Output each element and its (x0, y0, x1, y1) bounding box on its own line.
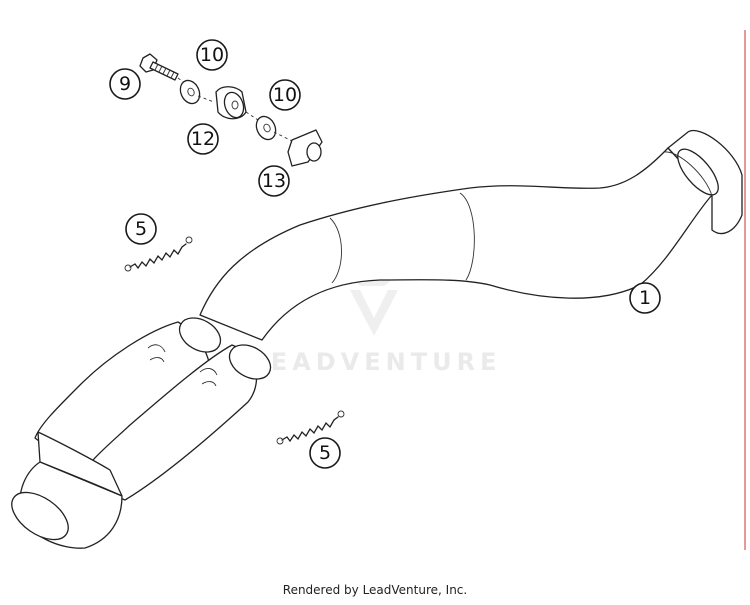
grommet-hole (231, 100, 239, 110)
spring-lower (276, 410, 345, 445)
spring-lower-hook-a (276, 437, 284, 445)
callout-9: 9 (109, 68, 141, 100)
pipe-inlet-ring (11, 491, 69, 541)
washer-b (255, 115, 277, 141)
callout-1: 1 (629, 282, 661, 314)
spring-lower-hook-b (337, 410, 345, 418)
pipe-middle-band-2 (459, 192, 475, 281)
footer-credit: Rendered by LeadVenture, Inc. (282, 583, 468, 597)
spring-lower-coil (281, 416, 339, 443)
spring-upper-hook-b (185, 236, 193, 244)
mounting-hardware (139, 53, 323, 167)
spring-upper (124, 236, 193, 272)
bolt-thread (154, 63, 175, 79)
callout-13-label: 13 (262, 170, 286, 192)
nut-sleeve (306, 142, 322, 162)
weld-mark-b (199, 368, 218, 387)
callout-5-upper-label: 5 (135, 218, 147, 240)
collar-a (178, 317, 222, 353)
axis-line-b (197, 95, 215, 103)
collar-b (228, 344, 272, 380)
washer-a (179, 79, 201, 105)
callout-12-label: 12 (191, 128, 215, 150)
grommet-face (223, 91, 245, 119)
callout-13: 13 (258, 165, 290, 197)
callout-12: 12 (187, 123, 219, 155)
pipe-middle-band (329, 217, 342, 284)
spring-upper-coil (129, 243, 187, 270)
v-chevron-icon (350, 290, 398, 336)
axis-line-c (245, 111, 259, 121)
callout-10-lower-label: 10 (273, 84, 297, 106)
exhaust-header-pipe (11, 129, 743, 549)
washer-a-hole (187, 87, 195, 97)
washer-b-hole (263, 123, 271, 133)
weld-mark-a (147, 344, 166, 363)
callout-5-lower: 5 (309, 437, 341, 469)
callout-10-lower: 10 (269, 79, 301, 111)
spring-upper-hook-a (124, 264, 132, 272)
watermark-text: LEADVENTURE (251, 348, 502, 376)
pipe-left-branch-b (77, 344, 258, 501)
callout-10-upper: 10 (196, 39, 228, 71)
callout-5-upper: 5 (125, 213, 157, 245)
axis-line-d (273, 131, 299, 145)
callout-9-label: 9 (119, 73, 131, 95)
callout-5-lower-label: 5 (319, 442, 331, 464)
outlet-ring-line (663, 151, 713, 197)
callout-1-label: 1 (639, 287, 651, 309)
callout-10-upper-label: 10 (200, 44, 224, 66)
spring-nut-clip (287, 129, 323, 167)
